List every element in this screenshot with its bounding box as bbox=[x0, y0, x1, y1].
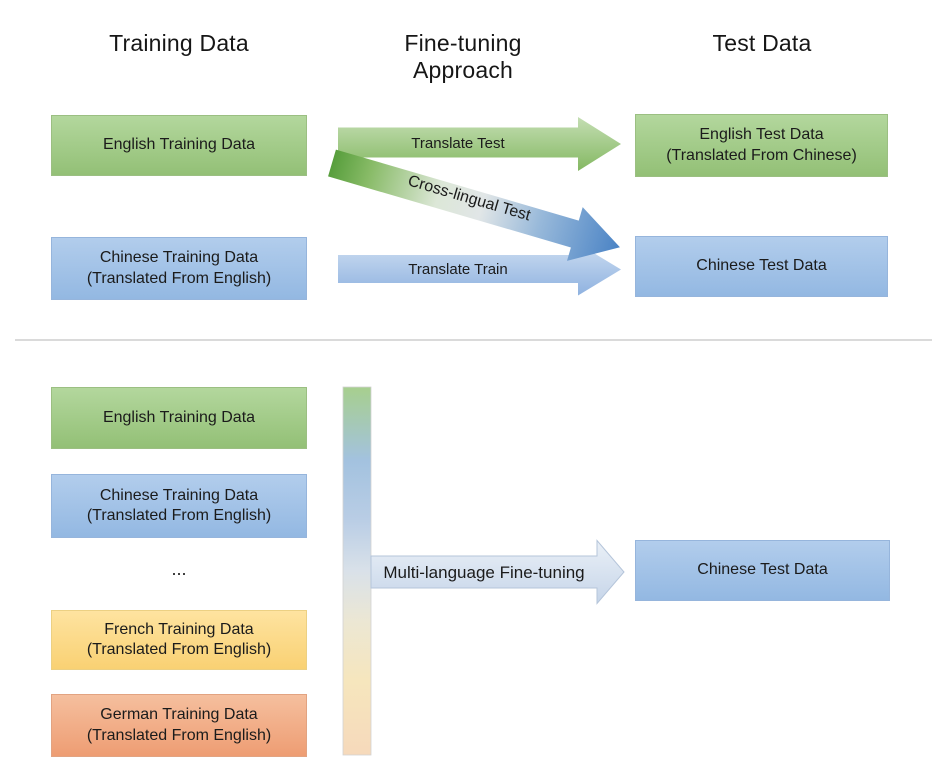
box-german-training-data: German Training Data (Translated From En… bbox=[51, 694, 307, 757]
box-french-training-data: French Training Data (Translated From En… bbox=[51, 610, 307, 670]
box-english-training-data-bottom: English Training Data bbox=[51, 387, 307, 449]
box-chinese-training-data-top: Chinese Training Data (Translated From E… bbox=[51, 237, 307, 300]
cross-lingual-test-arrow bbox=[328, 149, 620, 261]
box-chinese-training-data-bottom: Chinese Training Data (Translated From E… bbox=[51, 474, 307, 538]
multi-language-finetuning-arrow-label: Multi-language Fine-tuning bbox=[383, 562, 585, 582]
box-english-test-data: English Test Data (Translated From Chine… bbox=[635, 114, 888, 177]
column-header-test-data: Test Data bbox=[712, 30, 812, 56]
multi-language-finetuning-arrow bbox=[370, 539, 625, 605]
translate-test-arrow bbox=[338, 117, 621, 171]
translate-train-arrow bbox=[338, 243, 621, 296]
ellipsis-more-languages: ... bbox=[171, 559, 187, 580]
translate-test-arrow-label: Translate Test bbox=[411, 134, 505, 152]
multi-language-gradient-bar bbox=[342, 386, 372, 756]
translate-train-arrow-label: Translate Train bbox=[408, 260, 508, 278]
box-english-training-data-top: English Training Data bbox=[51, 115, 307, 176]
column-header-training-data: Training Data bbox=[109, 30, 249, 56]
box-chinese-test-data-top: Chinese Test Data bbox=[635, 236, 888, 297]
panel-divider bbox=[15, 339, 932, 341]
box-chinese-test-data-bottom: Chinese Test Data bbox=[635, 540, 890, 601]
column-header-finetuning-approach: Fine-tuning Approach bbox=[404, 30, 522, 83]
